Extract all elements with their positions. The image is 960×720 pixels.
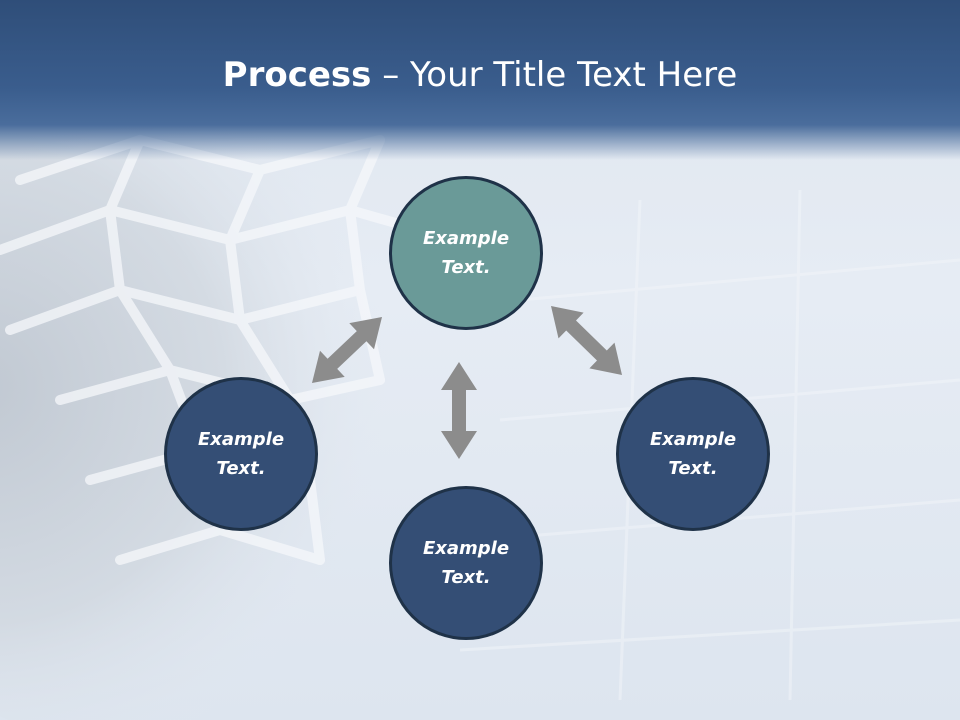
arrow-top-left-icon (312, 317, 382, 383)
title-bar (0, 0, 960, 160)
process-node-left-label: Example Text. (197, 429, 285, 479)
process-node-top: Example Text. (389, 176, 543, 330)
arrow-top-right-icon (551, 306, 622, 375)
process-node-left: Example Text. (164, 377, 318, 531)
arrow-top-bottom-icon (441, 362, 477, 459)
title-separator: – (371, 55, 411, 95)
process-node-right-label: Example Text. (649, 429, 737, 479)
process-node-bottom-label: Example Text. (422, 538, 510, 588)
title-rest-text: Your Title Text Here (410, 55, 738, 95)
process-node-top-label: Example Text. (422, 228, 510, 278)
process-node-bottom: Example Text. (389, 486, 543, 640)
slide-title: Process – Your Title Text Here (0, 52, 960, 98)
title-bold-word: Process (222, 55, 372, 95)
process-node-right: Example Text. (616, 377, 770, 531)
